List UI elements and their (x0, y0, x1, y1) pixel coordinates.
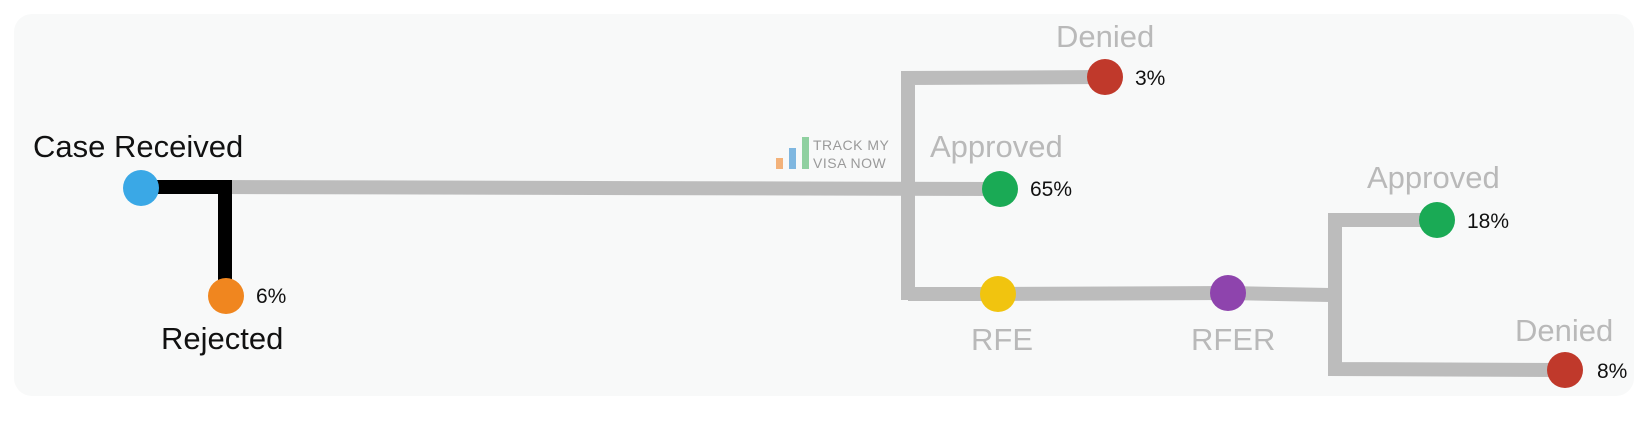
diagram-panel (14, 14, 1634, 396)
node-denied-after-rfe (1547, 352, 1583, 388)
connector-rejected (140, 180, 232, 296)
percent-rejected: 6% (256, 285, 286, 308)
watermark-logo: TRACK MY VISA NOW (776, 137, 890, 171)
node-rfer (1210, 275, 1246, 311)
node-case-received (123, 170, 159, 206)
connector-main-trunk (217, 180, 999, 196)
node-rejected (208, 278, 244, 314)
label-rfe: RFE (971, 322, 1033, 357)
logo-bar-orange (776, 158, 783, 169)
connector-denied-top (901, 70, 1106, 300)
percent-approved-after-rfe: 18% (1467, 210, 1509, 233)
percent-denied-top: 3% (1135, 67, 1165, 90)
label-denied-top: Denied (1056, 19, 1154, 54)
watermark-line1: TRACK MY (813, 137, 890, 153)
percent-denied-after-rfe: 8% (1597, 360, 1627, 383)
node-denied-top (1087, 59, 1123, 95)
connector-after-rfe-branches (1328, 213, 1566, 377)
connector-rfe-to-rfer (997, 286, 1229, 301)
label-rfer: RFER (1191, 322, 1275, 357)
label-case-received: Case Received (33, 129, 243, 164)
logo-bar-green (802, 137, 809, 169)
percent-approved-main: 65% (1030, 178, 1072, 201)
logo-bar-blue (789, 148, 796, 169)
node-rfe (980, 276, 1016, 312)
label-approved-after-rfe: Approved (1367, 160, 1500, 195)
label-denied-after-rfe: Denied (1515, 313, 1613, 348)
label-approved-main: Approved (930, 129, 1063, 164)
node-approved-main (982, 171, 1018, 207)
node-approved-after-rfe (1419, 202, 1455, 238)
watermark-line2: VISA NOW (813, 155, 887, 171)
label-rejected: Rejected (161, 321, 283, 356)
